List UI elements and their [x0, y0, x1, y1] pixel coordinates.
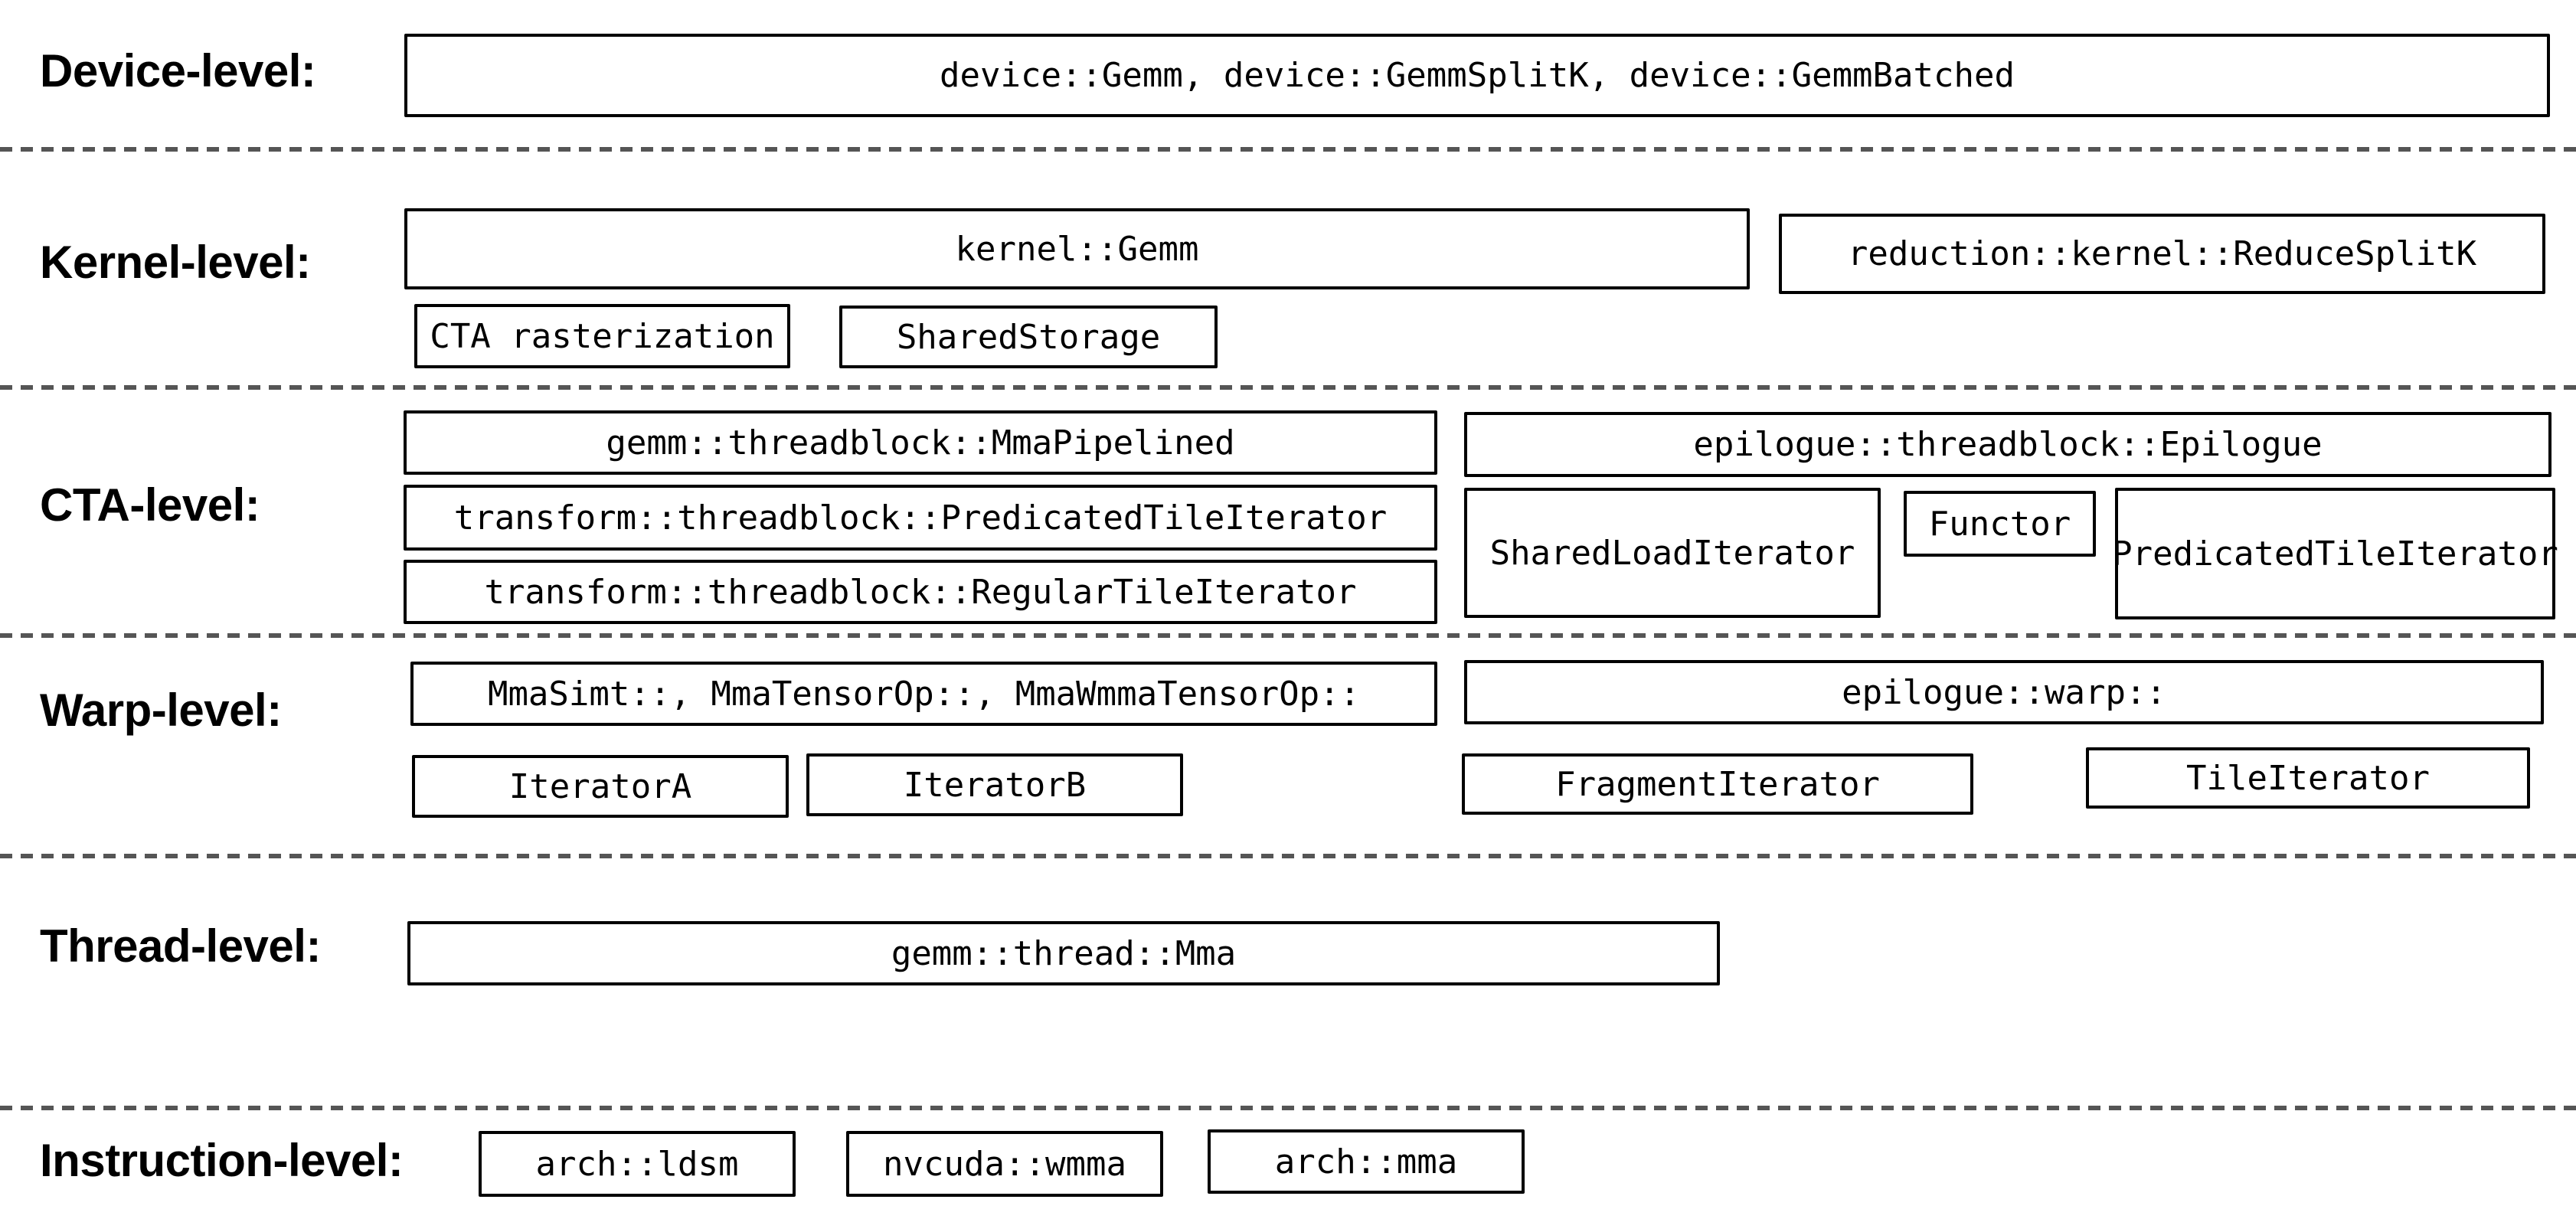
box-reduce-splitk: reduction::kernel::ReduceSplitK	[1779, 214, 2545, 294]
level-label-thread: Thread-level:	[40, 920, 321, 972]
level-label-instruction: Instruction-level:	[40, 1135, 404, 1186]
box-device-gemm: device::Gemm, device::GemmSplitK, device…	[404, 34, 2550, 117]
box-epilogue-warp: epilogue::warp::	[1464, 660, 2544, 724]
box-nvcuda-wmma: nvcuda::wmma	[846, 1131, 1163, 1197]
box-arch-mma: arch::mma	[1208, 1129, 1525, 1194]
box-epilogue-threadblock: epilogue::threadblock::Epilogue	[1464, 412, 2551, 477]
level-label-kernel: Kernel-level:	[40, 237, 311, 288]
level-label-warp: Warp-level:	[40, 685, 282, 736]
box-warp-mma: MmaSimt::, MmaTensorOp::, MmaWmmaTensorO…	[410, 662, 1437, 726]
divider-cta-warp	[0, 633, 2576, 638]
level-label-cta: CTA-level:	[40, 479, 260, 531]
box-predicated-tile-iterator-transform: transform::threadblock::PredicatedTileIt…	[404, 485, 1437, 551]
box-mma-pipelined: gemm::threadblock::MmaPipelined	[404, 410, 1437, 475]
box-iterator-a: IteratorA	[412, 755, 789, 818]
box-kernel-gemm: kernel::Gemm	[404, 208, 1750, 289]
divider-device-kernel	[0, 147, 2576, 152]
box-functor: Functor	[1904, 491, 2096, 557]
box-shared-storage: SharedStorage	[839, 306, 1218, 368]
divider-thread-instruction	[0, 1106, 2576, 1110]
level-label-device: Device-level:	[40, 45, 316, 96]
box-thread-mma: gemm::thread::Mma	[407, 921, 1720, 985]
box-arch-ldsm: arch::ldsm	[479, 1131, 796, 1197]
divider-kernel-cta	[0, 385, 2576, 390]
box-shared-load-iterator: SharedLoadIterator	[1464, 488, 1881, 618]
box-cta-rasterization: CTA rasterization	[414, 304, 790, 368]
box-regular-tile-iterator: transform::threadblock::RegularTileItera…	[404, 560, 1437, 624]
divider-warp-thread	[0, 854, 2576, 858]
box-tile-iterator: TileIterator	[2086, 747, 2530, 809]
box-predicated-tile-iterator-epilogue: PredicatedTileIterator	[2112, 488, 2558, 619]
box-fragment-iterator: FragmentIterator	[1462, 753, 1973, 815]
box-iterator-b: IteratorB	[806, 753, 1183, 816]
